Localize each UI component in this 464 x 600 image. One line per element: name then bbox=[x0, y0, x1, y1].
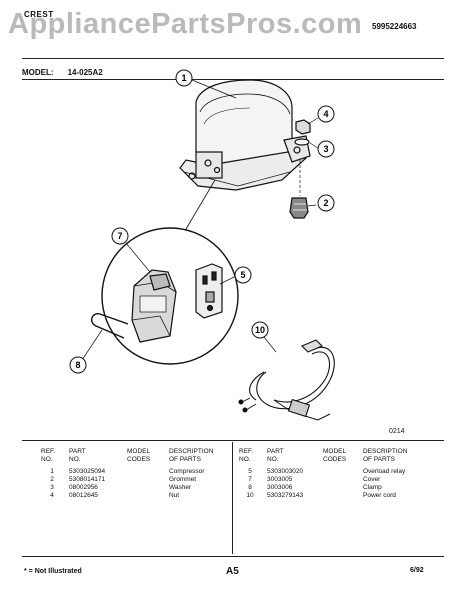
table-bottom-rule bbox=[22, 556, 444, 557]
table-row: 8 3003006 Clamp bbox=[236, 484, 428, 492]
part-description: Overload relay bbox=[363, 468, 406, 475]
ref-no: 4 bbox=[50, 492, 54, 499]
table-row: 10 5303279143 Power cord bbox=[236, 492, 428, 500]
table-row: 1 5303025094 Compressor bbox=[38, 468, 232, 476]
clamp-drawing bbox=[90, 313, 129, 339]
part-no: 5303025094 bbox=[69, 468, 106, 475]
table-header-row: REF. NO. PART NO. MODEL CODES DESCRIPTIO… bbox=[236, 448, 428, 468]
parts-table-right: REF. NO. PART NO. MODEL CODES DESCRIPTIO… bbox=[236, 448, 428, 500]
header-model: MODEL CODES bbox=[323, 448, 347, 463]
ref-no: 7 bbox=[248, 476, 252, 483]
model-code bbox=[124, 476, 166, 484]
callout-4-label: 4 bbox=[323, 109, 328, 119]
table-row: 5 5303003020 Overload relay bbox=[236, 468, 428, 476]
header-desc: DESCRIPTION OF PARTS bbox=[363, 448, 408, 463]
part-no: 5303279143 bbox=[267, 492, 304, 499]
model-label: MODEL: bbox=[22, 68, 54, 77]
model-code bbox=[320, 492, 360, 500]
part-no: 5303003020 bbox=[267, 468, 304, 475]
ref-no: 1 bbox=[50, 468, 54, 475]
header-part: PART NO. bbox=[267, 448, 284, 463]
table-header-row: REF. NO. PART NO. MODEL CODES DESCRIPTIO… bbox=[38, 448, 232, 468]
table-row: 4 08012645 Nut bbox=[38, 492, 232, 500]
callout-8: 8 bbox=[69, 356, 87, 374]
page-number: A5 bbox=[226, 566, 239, 577]
callout-7-label: 7 bbox=[117, 231, 122, 241]
table-row: 2 5308014171 Grommet bbox=[38, 476, 232, 484]
model-code bbox=[124, 492, 166, 500]
watermark: AppliancePartsPros.com bbox=[8, 8, 363, 40]
callout-10-label: 10 bbox=[255, 325, 265, 335]
brand-label: CREST bbox=[24, 10, 54, 20]
exploded-parts-diagram: 1 4 3 2 7 5 8 10 bbox=[69, 69, 335, 421]
callout-3: 3 bbox=[317, 140, 335, 158]
model-code bbox=[320, 476, 360, 484]
ref-no: 8 bbox=[248, 484, 252, 491]
model-rule bbox=[22, 79, 444, 80]
callout-7: 7 bbox=[111, 227, 129, 245]
header-desc: DESCRIPTION OF PARTS bbox=[169, 448, 214, 463]
callout-10: 10 bbox=[251, 321, 269, 339]
part-description: Washer bbox=[169, 484, 192, 491]
part-description: Clamp bbox=[363, 484, 382, 491]
model-code bbox=[320, 468, 360, 476]
ref-no: 10 bbox=[246, 492, 254, 499]
part-no: 08002956 bbox=[69, 484, 98, 491]
callout-8-label: 8 bbox=[75, 360, 80, 370]
callout-5-label: 5 bbox=[240, 270, 245, 280]
parts-table-left: REF. NO. PART NO. MODEL CODES DESCRIPTIO… bbox=[38, 448, 232, 500]
header-rule bbox=[22, 58, 444, 59]
ref-no: 2 bbox=[50, 476, 54, 483]
diagram-code: 0214 bbox=[389, 428, 405, 435]
table-row: 3 08002956 Washer bbox=[38, 484, 232, 492]
header-ref: REF. NO. bbox=[239, 448, 254, 463]
model-line: MODEL: 14-025A2 bbox=[22, 68, 103, 77]
callout-1: 1 bbox=[175, 69, 193, 87]
part-description: Power cord bbox=[363, 492, 396, 499]
callout-4: 4 bbox=[317, 105, 335, 123]
callout-2-label: 2 bbox=[323, 198, 328, 208]
callout-markers: 1 4 3 2 7 5 8 10 bbox=[69, 69, 335, 374]
part-no: 3003006 bbox=[267, 484, 293, 491]
overload-relay-drawing bbox=[195, 263, 223, 319]
callout-2: 2 bbox=[317, 194, 335, 212]
part-no: 5308014171 bbox=[69, 476, 106, 483]
callout-3-label: 3 bbox=[323, 144, 328, 154]
catalog-number: 5995224663 bbox=[372, 22, 417, 31]
part-no: 08012645 bbox=[69, 492, 98, 499]
part-description: Nut bbox=[169, 492, 180, 499]
header-model: MODEL CODES bbox=[127, 448, 151, 463]
not-illustrated-note: * = Not Illustrated bbox=[24, 568, 82, 575]
ref-no: 3 bbox=[50, 484, 54, 491]
part-no: 3003005 bbox=[267, 476, 293, 483]
ref-no: 5 bbox=[248, 468, 252, 475]
relay-cover-drawing bbox=[131, 269, 177, 343]
header-ref: REF. NO. bbox=[41, 448, 56, 463]
model-code bbox=[124, 468, 166, 476]
model-code bbox=[124, 484, 166, 492]
table-divider bbox=[232, 442, 233, 554]
callout-5: 5 bbox=[234, 266, 252, 284]
power-cord-drawing bbox=[238, 339, 335, 421]
part-description: Cover bbox=[363, 476, 381, 483]
model-value: 14-025A2 bbox=[67, 68, 103, 77]
table-row: 7 3003005 Cover bbox=[236, 476, 428, 484]
callout-1-label: 1 bbox=[181, 73, 186, 83]
revision-date: 6/92 bbox=[410, 567, 424, 574]
compressor-drawing bbox=[179, 79, 311, 191]
part-description: Grommet bbox=[169, 476, 197, 483]
brand-line-1: CREST bbox=[24, 10, 54, 19]
nut-washer-grommet-drawing bbox=[289, 119, 311, 219]
table-top-rule bbox=[22, 440, 444, 441]
part-description: Compressor bbox=[169, 468, 205, 475]
model-code bbox=[320, 484, 360, 492]
header-part: PART NO. bbox=[69, 448, 86, 463]
